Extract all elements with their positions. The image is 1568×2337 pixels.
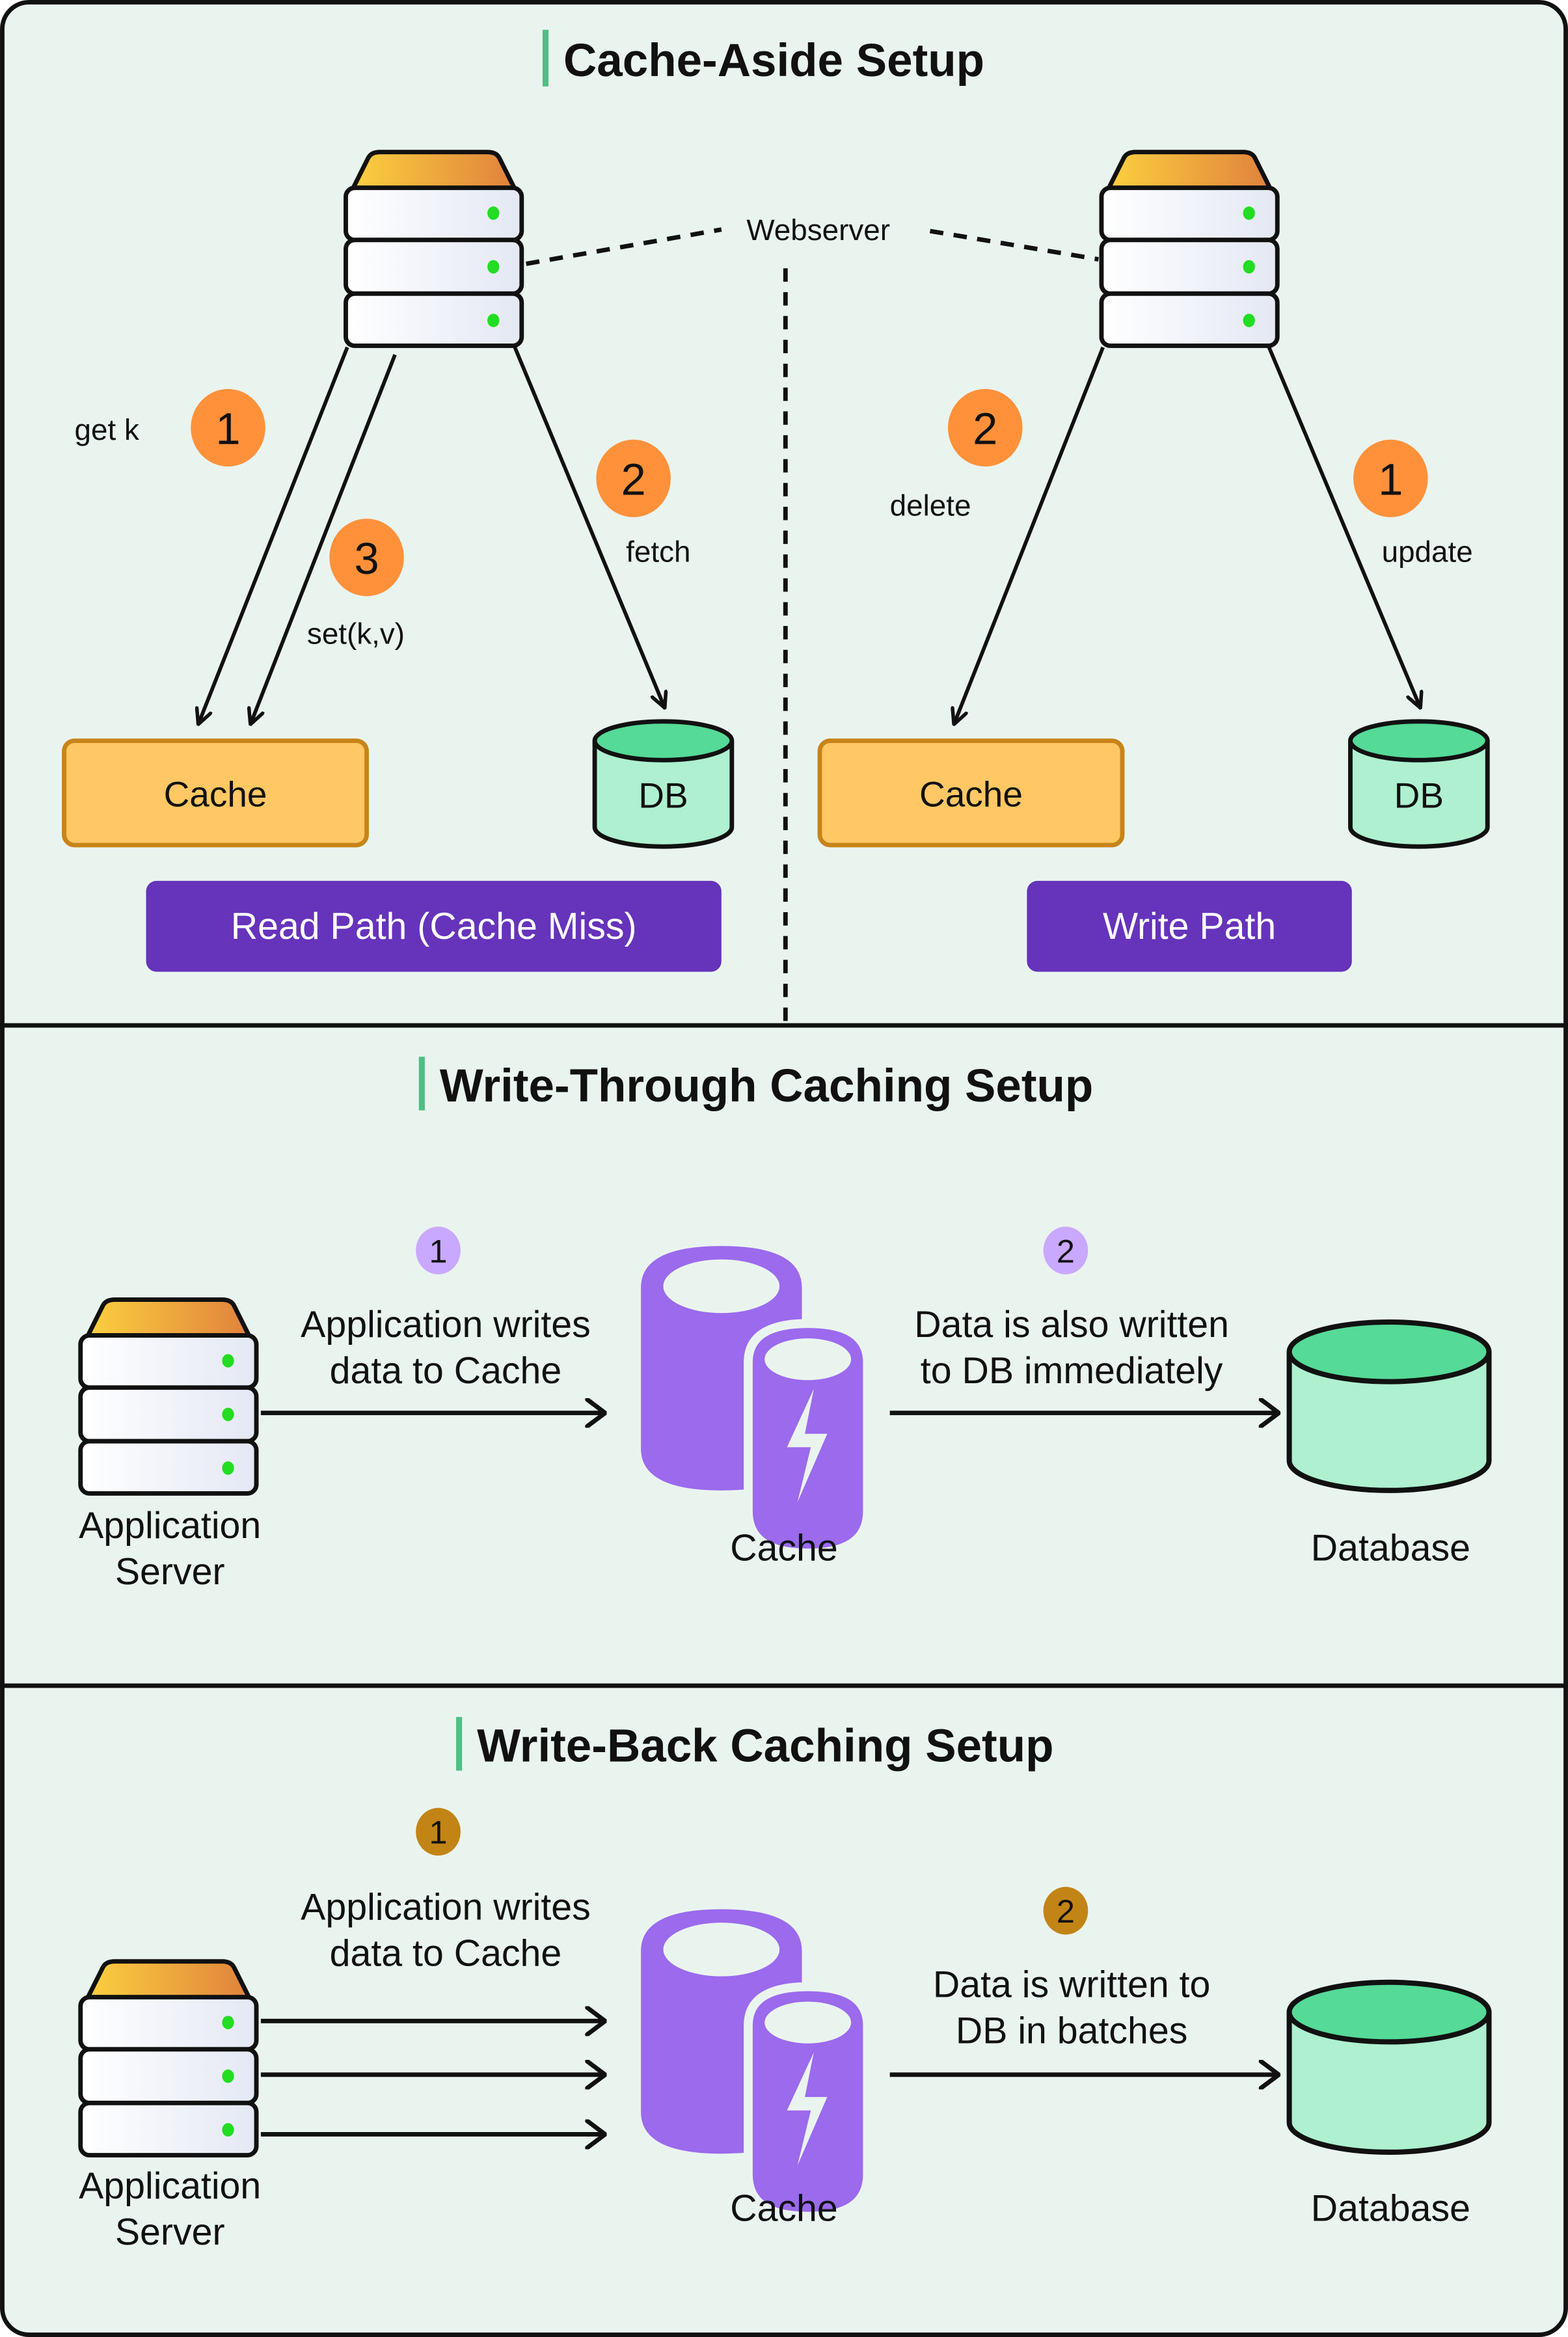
step-label-delete: delete — [890, 489, 971, 522]
write-path-badge-label: Write Path — [1103, 906, 1276, 947]
application-server-icon — [81, 1300, 256, 1494]
step-1-text-line1: Application writes — [301, 1887, 591, 1928]
read-path-badge — [146, 880, 722, 972]
step-number: 2 — [1057, 1232, 1075, 1269]
server-label-line1: Application — [79, 1505, 261, 1547]
webserver-read-icon — [346, 152, 522, 346]
step-number: 1 — [429, 1814, 448, 1851]
step-1-text-line2: data to Cache — [330, 1350, 562, 1392]
cache-label: Cache — [730, 2187, 838, 2229]
step-badge-1 — [191, 388, 265, 467]
step-badge-2 — [1043, 1226, 1088, 1275]
cache-box — [62, 738, 370, 848]
section-write-through: Write-Through Caching Setup Application … — [79, 1057, 1492, 1593]
step-number: 3 — [354, 534, 379, 584]
read-path: 1 get k 2 fetch 3 set(k,v) Cache DB Read… — [62, 345, 735, 972]
step-2-text-line2: DB in batches — [956, 2010, 1188, 2052]
step-1-text-line2: data to Cache — [330, 1933, 562, 1975]
step-label-get-k: get k — [75, 413, 139, 446]
step-badge-1 — [416, 1807, 461, 1856]
database-label: Database — [1311, 2187, 1470, 2229]
arrow-set-kv — [250, 354, 397, 724]
step-badge-3 — [329, 519, 404, 597]
server-label-line2: Server — [115, 2211, 225, 2253]
step-badge-2 — [596, 439, 671, 517]
arrow-get-k — [198, 346, 349, 725]
database-cylinder-icon — [1286, 1319, 1492, 1493]
step-number: 1 — [429, 1232, 448, 1269]
section-title: Write-Back Caching Setup — [477, 1721, 1053, 1772]
arrow-update — [1266, 345, 1421, 708]
step-label-fetch: fetch — [626, 535, 690, 569]
step-number: 2 — [1057, 1893, 1075, 1930]
database-cylinder-icon — [1286, 1979, 1492, 2155]
arrow-delete — [954, 346, 1105, 725]
step-1-text-line1: Application writes — [301, 1304, 591, 1345]
server-label-line2: Server — [115, 1551, 225, 1593]
step-number: 1 — [1378, 455, 1403, 505]
cache-box-label: Cache — [919, 774, 1023, 814]
section-title: Cache-Aside Setup — [563, 35, 984, 87]
step-2-text-line1: Data is written to — [933, 1964, 1210, 2006]
step-number: 2 — [621, 455, 646, 505]
step-badge-1 — [416, 1226, 461, 1275]
section-title: Write-Through Caching Setup — [440, 1060, 1093, 1112]
db-label: DB — [1394, 776, 1444, 816]
webserver-connector-left — [526, 227, 722, 266]
read-path-badge-label: Read Path (Cache Miss) — [231, 906, 637, 947]
cache-box — [817, 738, 1125, 848]
step-2-text-line1: Data is also written — [914, 1304, 1229, 1345]
step-label-set-kv: set(k,v) — [307, 617, 405, 651]
step-badge-2 — [947, 388, 1023, 467]
write-path-badge — [1027, 880, 1352, 972]
title-accent-bar — [542, 29, 549, 87]
db-label: DB — [638, 776, 688, 816]
title-accent-bar — [418, 1057, 425, 1111]
webserver-connector-right — [929, 228, 1099, 262]
title-accent-bar — [456, 1717, 463, 1771]
section-cache-aside: Cache-Aside Setup Webserver 1 get k 2 fe… — [62, 29, 1490, 1023]
step-label-update: update — [1382, 535, 1473, 569]
application-server-icon — [81, 1962, 256, 2155]
cache-box-label: Cache — [164, 774, 267, 814]
step-badge-2 — [1043, 1887, 1088, 1935]
server-label-line1: Application — [79, 2165, 261, 2207]
arrow-fetch — [512, 345, 664, 708]
step-number: 1 — [215, 404, 240, 454]
step-number: 2 — [973, 404, 997, 454]
write-path: 2 delete 1 update Cache DB Write Path — [817, 345, 1490, 972]
webserver-write-icon — [1102, 152, 1277, 346]
webserver-label: Webserver — [746, 213, 890, 247]
database-label: Database — [1311, 1527, 1470, 1569]
db-cylinder-icon — [1348, 719, 1490, 849]
step-2-text-line2: to DB immediately — [921, 1350, 1223, 1392]
db-cylinder-icon — [592, 719, 735, 849]
cache-label: Cache — [730, 1527, 838, 1569]
section-write-back: Write-Back Caching Setup Application Ser… — [79, 1717, 1492, 2253]
step-badge-1 — [1353, 439, 1428, 517]
